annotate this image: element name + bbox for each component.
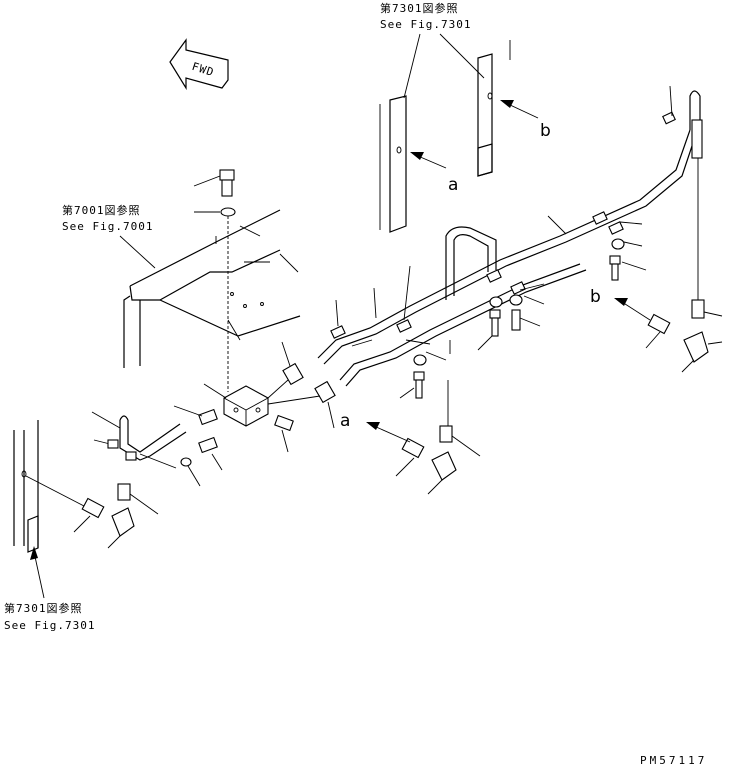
pipe-main bbox=[317, 90, 703, 387]
ref-top-jp: 第7301図参照 bbox=[380, 1, 459, 15]
bolts-pipe bbox=[399, 238, 647, 399]
ref-top-en: See Fig.7301 bbox=[380, 18, 471, 31]
fittings-lower-left bbox=[73, 483, 159, 549]
svg-text:a: a bbox=[340, 411, 350, 431]
svg-text:b: b bbox=[540, 121, 551, 141]
fwd-arrow: FWD bbox=[169, 38, 229, 91]
svg-text:a: a bbox=[448, 175, 458, 195]
valve-block bbox=[203, 383, 269, 427]
marker-b-top: b bbox=[500, 100, 551, 141]
fittings-middle bbox=[395, 380, 481, 495]
ref-bottom-en: See Fig.7301 bbox=[4, 619, 95, 632]
fittings-right bbox=[645, 158, 723, 373]
marker-a-top: a bbox=[410, 152, 458, 195]
ref-bottom-leader bbox=[33, 551, 45, 599]
bolt-top bbox=[193, 169, 236, 392]
tube-left bbox=[91, 411, 187, 469]
ref-bottom-arrowhead bbox=[30, 546, 38, 560]
ref-left-jp: 第7001図参照 bbox=[62, 203, 141, 217]
marker-a-middle: a bbox=[340, 411, 411, 443]
ref-left-leader bbox=[119, 235, 156, 269]
ref-bottom-jp: 第7301図参照 bbox=[4, 601, 83, 615]
frame-bracket-right bbox=[477, 40, 511, 177]
pipe-clamps bbox=[330, 85, 676, 347]
ref-top-leader-2 bbox=[439, 33, 485, 79]
ref-top-leader-1 bbox=[403, 33, 421, 99]
frame-chassis bbox=[123, 209, 301, 368]
frame-bracket-left bbox=[379, 95, 407, 233]
svg-text:b: b bbox=[590, 287, 601, 307]
frame-lower-left bbox=[13, 420, 85, 553]
pipe-loop bbox=[445, 226, 497, 300]
marker-b-right: b bbox=[590, 287, 651, 321]
fittings-valve bbox=[173, 341, 336, 487]
ref-left-en: See Fig.7001 bbox=[62, 220, 153, 233]
fwd-label: FWD bbox=[190, 60, 216, 79]
drawing-code: PM57117 bbox=[640, 754, 707, 765]
